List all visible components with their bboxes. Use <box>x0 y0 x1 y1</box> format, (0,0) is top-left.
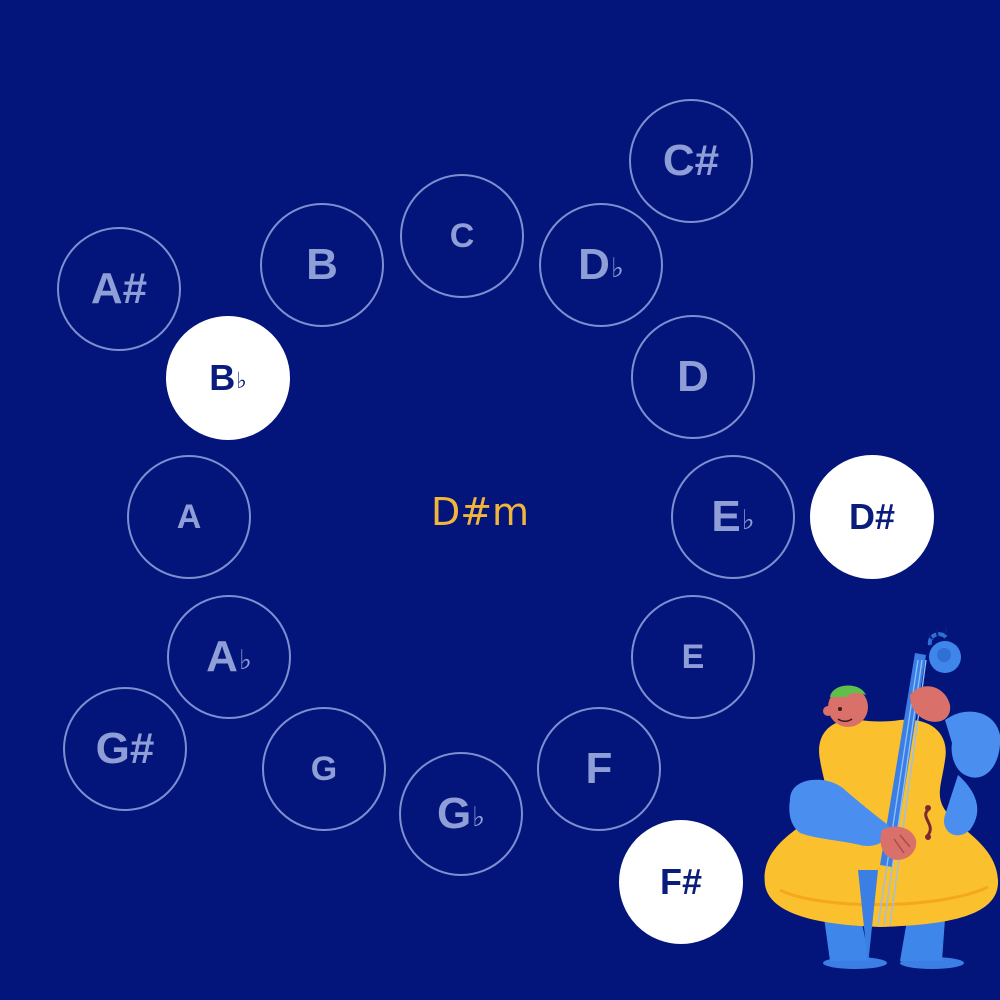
note-d-sharp[interactable]: D# <box>810 455 934 579</box>
bass-player-illustration <box>764 627 1000 969</box>
note-g[interactable]: G <box>262 707 386 831</box>
note-label: D# <box>848 496 896 537</box>
note-g-sharp[interactable]: G# <box>63 687 187 811</box>
note-label: G <box>436 789 472 838</box>
note-label: F# <box>659 861 702 902</box>
note-b[interactable]: B <box>260 203 384 327</box>
flat-symbol: ♭ <box>472 801 486 833</box>
note-g-flat[interactable]: G♭ <box>399 752 523 876</box>
note-label: D <box>677 352 709 401</box>
note-label: G# <box>95 724 155 773</box>
note-label: A <box>206 632 238 681</box>
note-label: A <box>176 497 202 536</box>
note-c-sharp[interactable]: C# <box>629 99 753 223</box>
note-label: C <box>449 216 475 255</box>
flat-symbol: ♭ <box>741 504 755 536</box>
note-c[interactable]: C <box>400 174 524 298</box>
note-a-sharp[interactable]: A# <box>57 227 181 351</box>
note-label: A# <box>90 264 148 313</box>
note-label: D <box>578 240 610 289</box>
note-f-sharp[interactable]: F# <box>619 820 743 944</box>
note-d[interactable]: D <box>631 315 755 439</box>
note-label: E <box>681 637 705 676</box>
note-a-flat[interactable]: A♭ <box>167 595 291 719</box>
note-label: E <box>711 492 741 541</box>
note-label: F <box>585 744 613 793</box>
note-b-flat[interactable]: B♭ <box>166 316 290 440</box>
note-f[interactable]: F <box>537 707 661 831</box>
flat-symbol: ♭ <box>238 644 252 676</box>
flat-symbol: ♭ <box>236 367 247 393</box>
flat-symbol: ♭ <box>610 252 624 284</box>
note-label: B <box>209 357 236 398</box>
note-e-flat[interactable]: E♭ <box>671 455 795 579</box>
note-e[interactable]: E <box>631 595 755 719</box>
note-d-flat[interactable]: D♭ <box>539 203 663 327</box>
note-label: G <box>310 749 338 788</box>
note-label: B <box>306 240 338 289</box>
note-label: C# <box>662 136 720 185</box>
note-a[interactable]: A <box>127 455 251 579</box>
chord-name: D#m <box>430 490 530 534</box>
